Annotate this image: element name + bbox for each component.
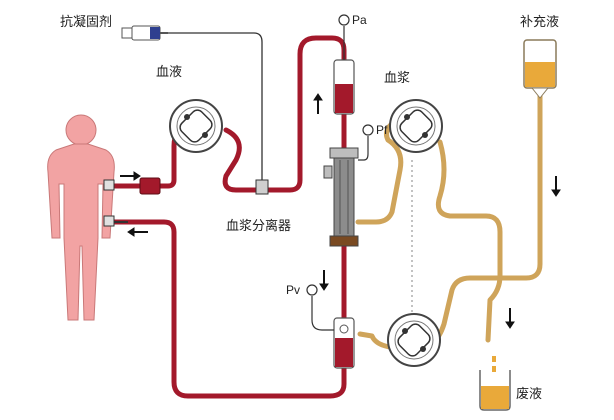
venous-drip-chamber [333,317,355,369]
blood-pump [169,99,223,153]
replacement-fluid-label: 补充液 [520,14,559,30]
blood-label: 血液 [156,65,182,80]
arrow-left-icon [127,227,148,237]
plasma-separator [323,147,359,247]
waste-label: 废液 [516,386,542,402]
waste-container [479,356,511,411]
plasma-separator-label: 血浆分离器 [226,218,291,234]
pv-label: Pv [286,283,300,297]
anticoagulant-syringe [121,25,269,195]
anticoagulant-label: 抗凝固剂 [60,14,112,30]
replacement-fluid-bag [523,39,557,99]
pf-label: Pf [376,123,388,137]
flow-arrows [120,93,561,329]
arrow-down-icon [319,270,329,291]
replacement-line [357,93,543,353]
venous-line-2 [109,219,347,399]
patient-figure [47,114,115,321]
pressure-monitor-pv [306,284,334,331]
plasma-to-waste-line [435,139,503,343]
arterial-line-2 [222,35,347,193]
arrow-up-icon [313,93,323,114]
arterial-drip-chamber [333,59,355,115]
access-connectors [103,177,161,227]
replacement-pump [387,313,441,367]
blood-circuit [109,35,347,399]
pa-label: Pa [352,13,367,27]
plasma-pump [389,99,443,153]
arrow-down-icon [551,176,561,197]
pressure-monitor-pf [358,124,374,161]
plasma-label: 血浆 [384,71,410,86]
pressure-monitor-pa [338,14,350,60]
arrow-right-icon [120,171,141,181]
arrow-down-icon [505,308,515,329]
